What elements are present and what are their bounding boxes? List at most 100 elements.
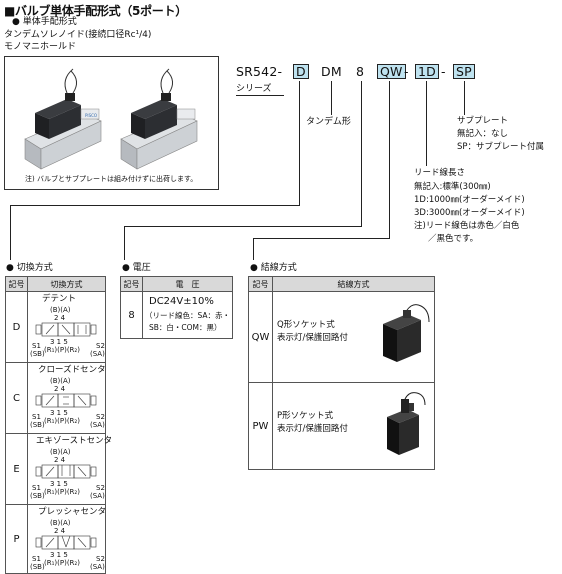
wiring-table: 記号 結線方式 QW Q形ソケット式 表示灯/保護回路付 PW P形ソケット式 … bbox=[248, 276, 435, 470]
voltage-col-code: 記号 bbox=[120, 276, 143, 292]
model-code-prefix: SR542- bbox=[236, 64, 283, 79]
model-code-lead: 1D bbox=[415, 64, 439, 79]
subplate-option-sp: SP：サブプレート付属 bbox=[457, 142, 545, 152]
valve-image-left: PISCO bbox=[24, 68, 102, 170]
table-row: P プレッシャセンタ (B)(A) 2 4 3 1 5 S1 S2 (R₁)(P… bbox=[5, 504, 106, 574]
model-code-dash-2: - bbox=[441, 64, 446, 79]
switching-cell: エキゾーストセンタ (B)(A) 2 4 3 1 5 S1 S2 (R₁)(P)… bbox=[27, 433, 112, 505]
subplate-title: サブプレート bbox=[457, 116, 509, 126]
voltage-code: 8 bbox=[120, 291, 143, 339]
page-title: ■バルブ単体手配形式（5ポート） bbox=[4, 4, 187, 18]
wiring-section-label: ● 結線方式 bbox=[250, 263, 297, 273]
lead-option-1d: 1D:1000㎜(オーダーメイド) bbox=[414, 195, 525, 205]
solenoid-s1-label: S1 bbox=[32, 555, 41, 563]
solenoid-sa-label: (SA) bbox=[90, 563, 105, 571]
wiring-name: Q形ソケット式 bbox=[277, 320, 335, 330]
table-row: E エキゾーストセンタ (B)(A) 2 4 3 1 5 S1 S2 (R₁)(… bbox=[5, 433, 112, 505]
wiring-cell: Q形ソケット式 表示灯/保護回路付 bbox=[272, 291, 435, 383]
solenoid-s2-label: S2 bbox=[96, 342, 105, 350]
wiring-col-name: 結線方式 bbox=[272, 276, 435, 292]
switching-code: D bbox=[5, 291, 28, 363]
port-label-ab: (B)(A) bbox=[50, 306, 71, 314]
wiring-col-code: 記号 bbox=[248, 276, 273, 292]
port-label-315: 3 1 5 bbox=[50, 409, 68, 417]
lead-option-3d: 3D:3000㎜(オーダーメイド) bbox=[414, 208, 525, 218]
port-label-ab: (B)(A) bbox=[50, 448, 71, 456]
subplate-option-none: 無記入：なし bbox=[457, 129, 509, 139]
model-code-voltage: 8 bbox=[356, 64, 365, 79]
valve-symbol bbox=[35, 464, 97, 479]
solenoid-s2-label: S2 bbox=[96, 555, 105, 563]
tandem-label: タンデム形 bbox=[306, 117, 351, 127]
valve-symbol bbox=[35, 393, 97, 408]
p-socket-icon bbox=[387, 392, 426, 455]
solenoid-s1-label: S1 bbox=[32, 413, 41, 421]
voltage-section-label: ● 電圧 bbox=[122, 263, 151, 273]
switching-code: C bbox=[5, 362, 28, 434]
wiring-cell: P形ソケット式 表示灯/保護回路付 bbox=[272, 382, 435, 470]
switching-name: デテント bbox=[42, 294, 77, 304]
switching-name: クローズドセンタ bbox=[38, 365, 106, 375]
valve-photo: PISCO bbox=[24, 68, 198, 170]
solenoid-s2-label: S2 bbox=[96, 413, 105, 421]
solenoid-s1-label: S1 bbox=[32, 484, 41, 492]
solenoid-sb-label: (SB) bbox=[30, 421, 45, 429]
solenoid-sa-label: (SA) bbox=[90, 492, 105, 500]
port-label-24: 2 4 bbox=[54, 385, 66, 393]
switching-name: エキゾーストセンタ bbox=[36, 436, 113, 446]
table-row: D デテント (B)(A) 2 4 3 1 5 S1 S2 (R₁)(P)(R₂… bbox=[5, 291, 106, 363]
port-label-rpr: (R₁)(P)(R₂) bbox=[44, 559, 80, 567]
voltage-table: 記号 電 圧 8 DC24V±10% （リード線色：SA：赤・ SB：白・COM… bbox=[120, 276, 233, 339]
voltage-col-value: 電 圧 bbox=[142, 276, 233, 292]
port-label-ab: (B)(A) bbox=[50, 377, 71, 385]
switching-section-label: ● 切換方式 bbox=[6, 263, 53, 273]
solenoid-sa-label: (SA) bbox=[90, 350, 105, 358]
solenoid-sb-label: (SB) bbox=[30, 563, 45, 571]
switching-cell: デテント (B)(A) 2 4 3 1 5 S1 S2 (R₁)(P)(R₂) … bbox=[27, 291, 106, 363]
table-row: QW Q形ソケット式 表示灯/保護回路付 bbox=[248, 291, 435, 383]
port-label-24: 2 4 bbox=[54, 456, 66, 464]
solenoid-sa-label: (SA) bbox=[90, 421, 105, 429]
description-line-1: タンデムソレノイド(接続口径Rc¹/4) bbox=[4, 30, 152, 40]
svg-text:PISCO: PISCO bbox=[85, 113, 97, 118]
valve-symbol bbox=[35, 535, 97, 550]
lead-title: リード線長さ bbox=[414, 168, 466, 178]
voltage-note-2: SB：白・COM：黒） bbox=[149, 323, 222, 332]
description-line-2: モノマニホールド bbox=[4, 42, 77, 52]
port-label-ab: (B)(A) bbox=[50, 519, 71, 527]
port-label-rpr: (R₁)(P)(R₂) bbox=[44, 488, 80, 496]
table-row: PW P形ソケット式 表示灯/保護回路付 bbox=[248, 382, 435, 470]
switching-cell: プレッシャセンタ (B)(A) 2 4 3 1 5 S1 S2 (R₁)(P)(… bbox=[27, 504, 106, 574]
port-label-315: 3 1 5 bbox=[50, 551, 68, 559]
wiring-name: P形ソケット式 bbox=[277, 411, 334, 421]
model-code-dash-1: - bbox=[404, 64, 409, 79]
port-label-24: 2 4 bbox=[54, 527, 66, 535]
port-label-24: 2 4 bbox=[54, 314, 66, 322]
switching-cell: クローズドセンタ (B)(A) 2 4 3 1 5 S1 S2 (R₁)(P)(… bbox=[27, 362, 106, 434]
product-photo-frame: PISCO 注) バルブとサブプレートは組み付けずに出荷します。 bbox=[4, 56, 219, 190]
port-label-rpr: (R₁)(P)(R₂) bbox=[44, 417, 80, 425]
lead-note-1: 注)リード線色は赤色／白色 bbox=[414, 221, 520, 231]
switching-col-code: 記号 bbox=[5, 276, 28, 292]
wiring-detail: 表示灯/保護回路付 bbox=[277, 424, 348, 434]
lead-note-2: ／黒色です。 bbox=[428, 234, 479, 244]
switching-col-name: 切換方式 bbox=[27, 276, 106, 292]
wiring-detail: 表示灯/保護回路付 bbox=[277, 333, 348, 343]
solenoid-sb-label: (SB) bbox=[30, 350, 45, 358]
model-code-switching: D bbox=[293, 64, 309, 79]
voltage-value: DC24V±10% bbox=[149, 296, 214, 307]
wiring-code: QW bbox=[248, 291, 273, 383]
switching-code: P bbox=[5, 504, 28, 574]
valve-image-right bbox=[120, 68, 198, 170]
voltage-cell: DC24V±10% （リード線色：SA：赤・ SB：白・COM：黒） bbox=[142, 291, 233, 339]
lead-option-standard: 無記入:標準(300㎜) bbox=[414, 182, 491, 192]
model-code-subplate: SP bbox=[453, 64, 475, 79]
model-code-wiring: QW bbox=[377, 64, 406, 79]
photo-note: 注) バルブとサブプレートは組み付けずに出荷します。 bbox=[25, 175, 198, 183]
solenoid-sb-label: (SB) bbox=[30, 492, 45, 500]
table-row: 8 DC24V±10% （リード線色：SA：赤・ SB：白・COM：黒） bbox=[120, 291, 233, 339]
solenoid-s1-label: S1 bbox=[32, 342, 41, 350]
solenoid-s2-label: S2 bbox=[96, 484, 105, 492]
switching-code: E bbox=[5, 433, 28, 505]
port-label-315: 3 1 5 bbox=[50, 480, 68, 488]
